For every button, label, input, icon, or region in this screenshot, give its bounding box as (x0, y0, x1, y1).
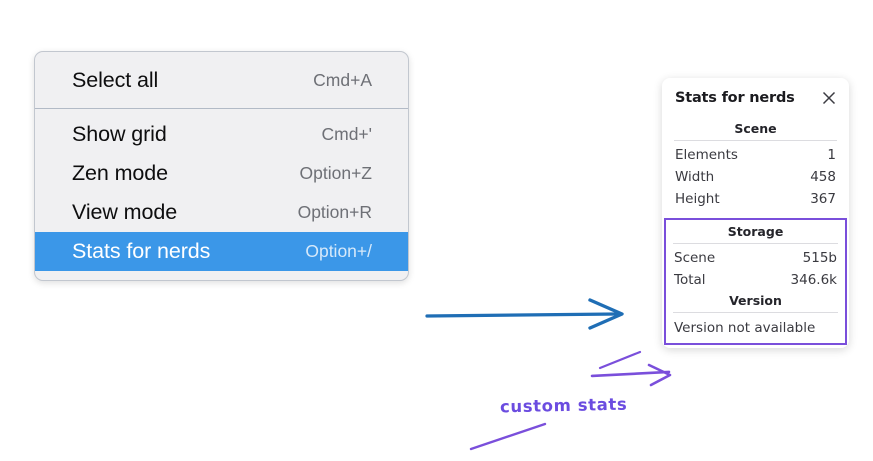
stats-row-value: 458 (810, 169, 836, 185)
stats-section-version: Version Version not available (671, 291, 840, 338)
custom-stats-highlight-box: Storage Scene 515b Total 346.6k Version … (664, 218, 847, 345)
purple-underline-annotation (469, 422, 547, 451)
stats-row-key: Total (674, 272, 706, 288)
section-rule (673, 312, 838, 313)
menu-item-show-grid[interactable]: Show grid Cmd+' (35, 115, 408, 154)
stats-for-nerds-panel[interactable]: Stats for nerds Scene Elements 1 Width 4… (662, 78, 849, 348)
stats-row-value: 367 (810, 191, 836, 207)
section-rule (673, 243, 838, 244)
section-heading: Scene (734, 121, 777, 136)
stats-row-scene: Scene 515b (671, 247, 840, 269)
stats-section-scene: Scene Elements 1 Width 458 Height 367 (672, 119, 839, 210)
stats-row-elements: Elements 1 (672, 144, 839, 166)
blue-arrow-annotation (425, 298, 624, 330)
stats-row-value: 346.6k (790, 272, 837, 288)
stats-row-key: Width (675, 169, 715, 185)
stats-row-key: Height (675, 191, 720, 207)
version-text: Version not available (674, 320, 816, 336)
stats-row-key: Elements (675, 147, 738, 163)
menu-section-view: Show grid Cmd+' Zen mode Option+Z View m… (35, 109, 408, 280)
menu-item-label: Select all (72, 68, 159, 92)
menu-item-stats-for-nerds[interactable]: Stats for nerds Option+/ (35, 232, 408, 271)
close-icon[interactable] (821, 90, 837, 106)
stats-panel-title: Stats for nerds (675, 90, 795, 106)
menu-item-view-mode[interactable]: View mode Option+R (35, 193, 408, 232)
stats-row-value: 1 (827, 147, 836, 163)
section-rule (674, 140, 837, 141)
menu-item-shortcut: Option+Z (299, 163, 372, 183)
handwritten-note-custom-stats: custom stats (499, 394, 628, 417)
section-heading: Version (729, 293, 782, 308)
stats-panel-header: Stats for nerds (672, 90, 839, 106)
purple-arrow-annotation (590, 350, 672, 387)
menu-item-label: Stats for nerds (72, 239, 211, 263)
menu-item-label: Zen mode (72, 161, 169, 185)
menu-item-shortcut: Cmd+' (321, 124, 372, 144)
stats-row-total: Total 346.6k (671, 269, 840, 291)
stats-row-height: Height 367 (672, 188, 839, 210)
section-heading: Storage (727, 224, 784, 239)
menu-item-shortcut: Option+/ (305, 241, 372, 261)
stats-section-storage: Storage Scene 515b Total 346.6k (671, 222, 840, 291)
menu-item-shortcut: Cmd+A (313, 70, 372, 90)
menu-section-general: Select all Cmd+A (35, 52, 408, 108)
menu-item-label: View mode (72, 200, 178, 224)
menu-item-label: Show grid (72, 122, 167, 146)
stats-row-value: 515b (802, 250, 837, 266)
stats-row-key: Scene (674, 250, 716, 266)
menu-item-zen-mode[interactable]: Zen mode Option+Z (35, 154, 408, 193)
menu-item-shortcut: Option+R (297, 202, 372, 222)
menu-divider (35, 108, 408, 109)
canvas-context-menu[interactable]: Select all Cmd+A Show grid Cmd+' Zen mod… (34, 51, 409, 281)
menu-item-select-all[interactable]: Select all Cmd+A (35, 61, 408, 100)
stats-row-width: Width 458 (672, 166, 839, 188)
